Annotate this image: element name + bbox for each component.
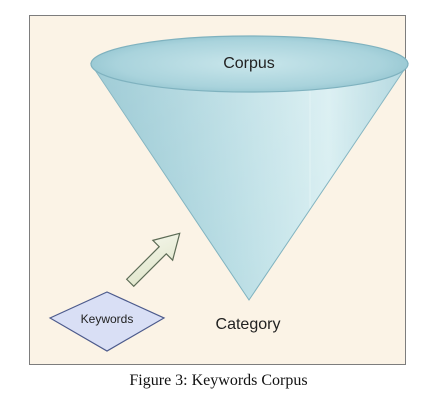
up-right-arrow-icon xyxy=(125,232,181,288)
funnel-shading xyxy=(91,64,408,300)
corpus-label: Corpus xyxy=(223,55,275,72)
keywords-label: Keywords xyxy=(81,312,134,326)
figure-caption: Figure 3: Keywords Corpus xyxy=(129,372,308,389)
funnel-top-ellipse xyxy=(90,35,409,93)
keywords-diamond xyxy=(48,291,166,352)
category-label: Category xyxy=(216,316,281,333)
